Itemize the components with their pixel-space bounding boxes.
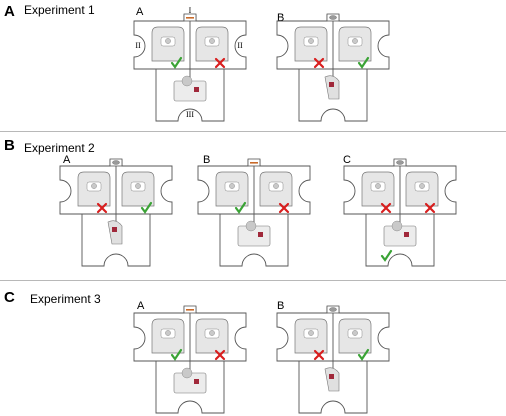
region-label: I — [189, 6, 192, 15]
oval-cue-icon — [329, 307, 337, 312]
object-icon — [165, 330, 171, 336]
check-icon — [170, 348, 183, 361]
food-icon — [329, 374, 334, 379]
oval-cue-icon — [396, 160, 404, 165]
cross-icon — [380, 202, 392, 214]
check-icon — [357, 56, 370, 69]
cross-icon — [278, 202, 290, 214]
food-icon — [329, 82, 334, 87]
arena-outline — [276, 14, 390, 122]
arena-group — [59, 158, 173, 267]
food-icon — [112, 227, 117, 232]
panel-label: C — [343, 154, 351, 166]
arena-group — [343, 158, 457, 267]
object-icon — [308, 38, 314, 44]
tube-icon — [324, 75, 340, 100]
object-icon — [181, 367, 193, 379]
cross-icon — [214, 349, 226, 361]
bar-cue-icon — [250, 162, 258, 164]
object-icon — [209, 38, 215, 44]
object-icon — [273, 183, 279, 189]
section-title-experiment-2: Experiment 2 — [24, 141, 95, 155]
object-icon — [352, 330, 358, 336]
arena-diagram — [59, 158, 173, 267]
cross-icon — [96, 202, 108, 214]
check-icon — [140, 201, 153, 214]
object-icon — [91, 183, 97, 189]
arena-diagram — [343, 158, 457, 267]
cross-icon — [214, 57, 226, 69]
tube-icon — [324, 367, 340, 392]
tube-icon — [107, 220, 123, 245]
object-icon — [181, 75, 193, 87]
arena-outline — [276, 306, 390, 414]
arena-outline — [59, 159, 173, 267]
section-divider — [0, 280, 506, 281]
section-divider — [0, 131, 506, 132]
cross-icon — [424, 202, 436, 214]
arena-group — [197, 158, 311, 267]
panel-label: A — [63, 154, 71, 166]
check-icon — [380, 249, 393, 262]
cross-icon — [313, 349, 325, 361]
panel-label: A — [137, 300, 145, 312]
arena-outline — [343, 159, 457, 267]
object-icon — [229, 183, 235, 189]
food-icon — [404, 232, 409, 237]
region-label: II — [237, 41, 243, 50]
arena-diagram — [197, 158, 311, 267]
region-label: II — [135, 41, 141, 50]
arena-group — [133, 305, 247, 414]
check-icon — [357, 348, 370, 361]
food-icon — [258, 232, 263, 237]
panel-label: B — [277, 300, 285, 312]
arena-group — [276, 305, 390, 414]
arena-diagram — [276, 305, 390, 414]
arena-group — [276, 13, 390, 122]
section-title-experiment-1: Experiment 1 — [24, 3, 95, 17]
arena-diagram — [276, 13, 390, 122]
panel-label: A — [136, 6, 144, 18]
panel-label: B — [203, 154, 211, 166]
bar-cue-icon — [186, 17, 194, 19]
arena-outline — [197, 159, 311, 267]
cross-icon — [313, 57, 325, 69]
region-label: III — [186, 110, 194, 119]
arena-outline — [133, 14, 247, 122]
object-icon — [209, 330, 215, 336]
panel-label: B — [277, 12, 285, 24]
arena-outline — [133, 306, 247, 414]
oval-cue-icon — [329, 15, 337, 20]
oval-cue-icon — [112, 160, 120, 165]
arena-diagram — [133, 305, 247, 414]
object-icon — [391, 220, 403, 232]
object-icon — [135, 183, 141, 189]
object-icon — [308, 330, 314, 336]
food-icon — [194, 379, 199, 384]
bar-cue-icon — [186, 309, 194, 311]
object-icon — [165, 38, 171, 44]
section-letter-c: C — [4, 289, 15, 306]
object-icon — [352, 38, 358, 44]
section-letter-a: A — [4, 3, 15, 20]
object-icon — [245, 220, 257, 232]
object-icon — [375, 183, 381, 189]
check-icon — [234, 201, 247, 214]
check-icon — [170, 56, 183, 69]
object-icon — [419, 183, 425, 189]
section-letter-b: B — [4, 137, 15, 154]
food-icon — [194, 87, 199, 92]
section-title-experiment-3: Experiment 3 — [30, 292, 101, 306]
